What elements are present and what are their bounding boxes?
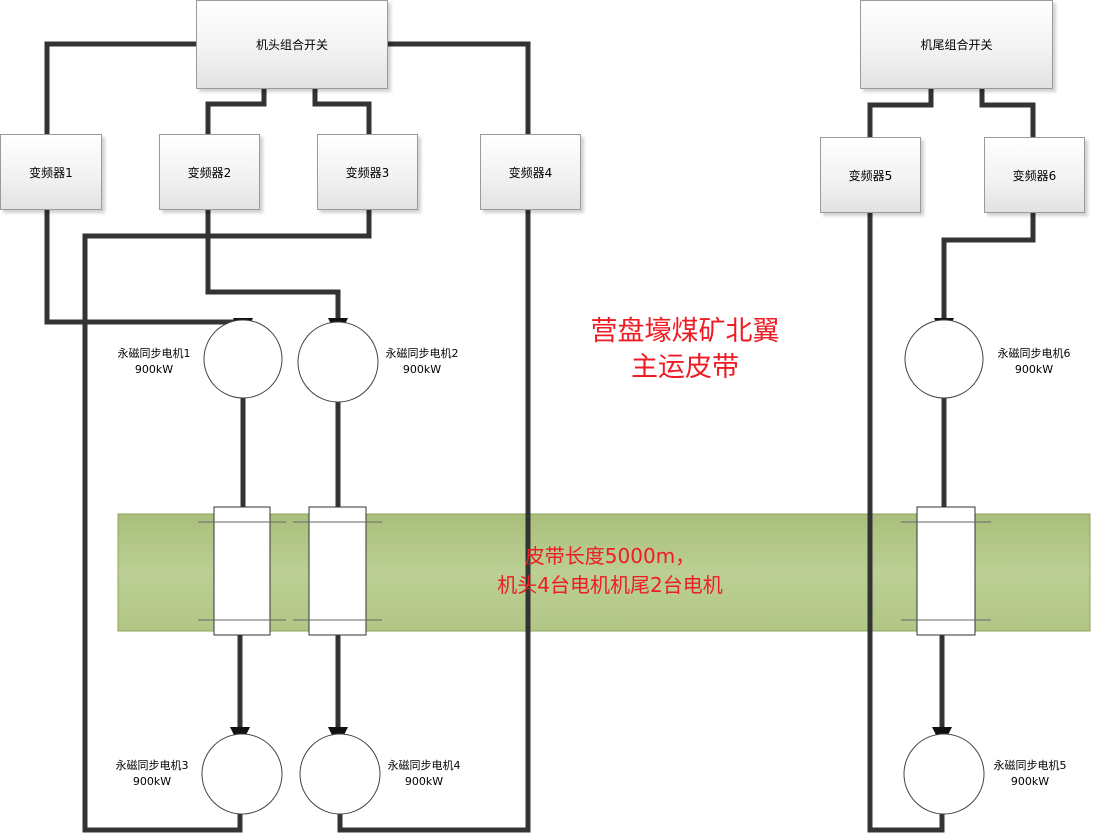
wire-switch-to-inverter-3 (312, 89, 372, 137)
motor-6-symbol (904, 319, 984, 399)
inverter-6-label: 变频器6 (1012, 168, 1057, 183)
wire-inverter-2-to-motor-2 (205, 210, 348, 338)
inverter-6: 变频器6 (984, 137, 1085, 213)
wire-inverter-6-to-motor-6 (934, 213, 1036, 338)
wire-switch-to-inverter-4 (388, 41, 531, 134)
motor-3-power: 900kW (132, 775, 172, 788)
head-switch-label: 机头组合开关 (255, 38, 328, 52)
inverter-4-label: 变频器4 (508, 165, 553, 180)
wire-inverter-5-to-motor-5 (867, 213, 945, 833)
motor-2-power: 900kW (402, 363, 442, 376)
pulley-head-right (308, 506, 367, 636)
motor-6-name: 永磁同步电机6 (997, 347, 1071, 360)
motor-2-name: 永磁同步电机2 (385, 347, 459, 360)
motor-3-label: 永磁同步电机3 900kW (104, 758, 200, 790)
belt-line-1: 皮带长度5000m， (524, 544, 696, 568)
inverter-2: 变频器2 (159, 134, 260, 210)
motor-5-label: 永磁同步电机5 900kW (982, 758, 1078, 790)
diagram-title: 营盘壕煤矿北翼 主运皮带 (540, 314, 830, 386)
inverter-1-label: 变频器1 (29, 165, 73, 180)
motors (201, 319, 985, 815)
head-combo-switch: 机头组合开关 (196, 0, 388, 89)
motor-4-name: 永磁同步电机4 (387, 759, 461, 772)
wire-inverter-3-to-motor-3 (82, 210, 372, 833)
title-line-1: 营盘壕煤矿北翼 (590, 316, 780, 347)
inverter-5: 变频器5 (820, 137, 921, 213)
inverter-4: 变频器4 (480, 134, 581, 210)
wire-inverter-1-to-motor-1 (44, 210, 253, 338)
inverter-3-label: 变频器3 (345, 165, 390, 180)
inverter-1: 变频器1 (0, 134, 102, 210)
title-line-2: 主运皮带 (631, 352, 739, 383)
motor-3-symbol (201, 733, 283, 815)
inverter-2-label: 变频器2 (187, 165, 232, 180)
wire-switch-to-inverter-2 (205, 89, 267, 137)
motor-4-symbol (299, 733, 381, 815)
motor-5-symbol (903, 733, 985, 815)
motor-1-name: 永磁同步电机1 (117, 347, 191, 360)
motor-1-label: 永磁同步电机1 900kW (106, 346, 202, 378)
motor-1-power: 900kW (134, 363, 174, 376)
inverter-3: 变频器3 (317, 134, 418, 210)
motor-4-label: 永磁同步电机4 900kW (376, 758, 472, 790)
inverter-5-label: 变频器5 (848, 168, 893, 183)
wire-switch-to-inverter-1 (44, 41, 196, 137)
motor-5-power: 900kW (1010, 775, 1050, 788)
pulley-head-left (213, 506, 271, 636)
belt-description: 皮带长度5000m， 机头4台电机机尾2台电机 (380, 542, 840, 600)
pulley-tail (916, 506, 976, 636)
tail-combo-switch: 机尾组合开关 (860, 0, 1053, 89)
motor-3-name: 永磁同步电机3 (115, 759, 189, 772)
motor-6-label: 永磁同步电机6 900kW (986, 346, 1082, 378)
motor-6-power: 900kW (1014, 363, 1054, 376)
belt-line-2: 机头4台电机机尾2台电机 (497, 573, 723, 597)
tail-switch-label: 机尾组合开关 (920, 38, 993, 52)
wire-inverter-4-to-motor-4 (337, 210, 531, 833)
drive-pulleys (198, 506, 991, 636)
wire-switch-to-inverter-5 (867, 89, 934, 139)
motor-4-power: 900kW (404, 775, 444, 788)
wire-switch-to-inverter-6 (979, 89, 1036, 137)
motor-5-name: 永磁同步电机5 (993, 759, 1067, 772)
motor-2-symbol (297, 321, 379, 403)
motor-1-symbol (203, 319, 283, 399)
motor-2-label: 永磁同步电机2 900kW (374, 346, 470, 378)
